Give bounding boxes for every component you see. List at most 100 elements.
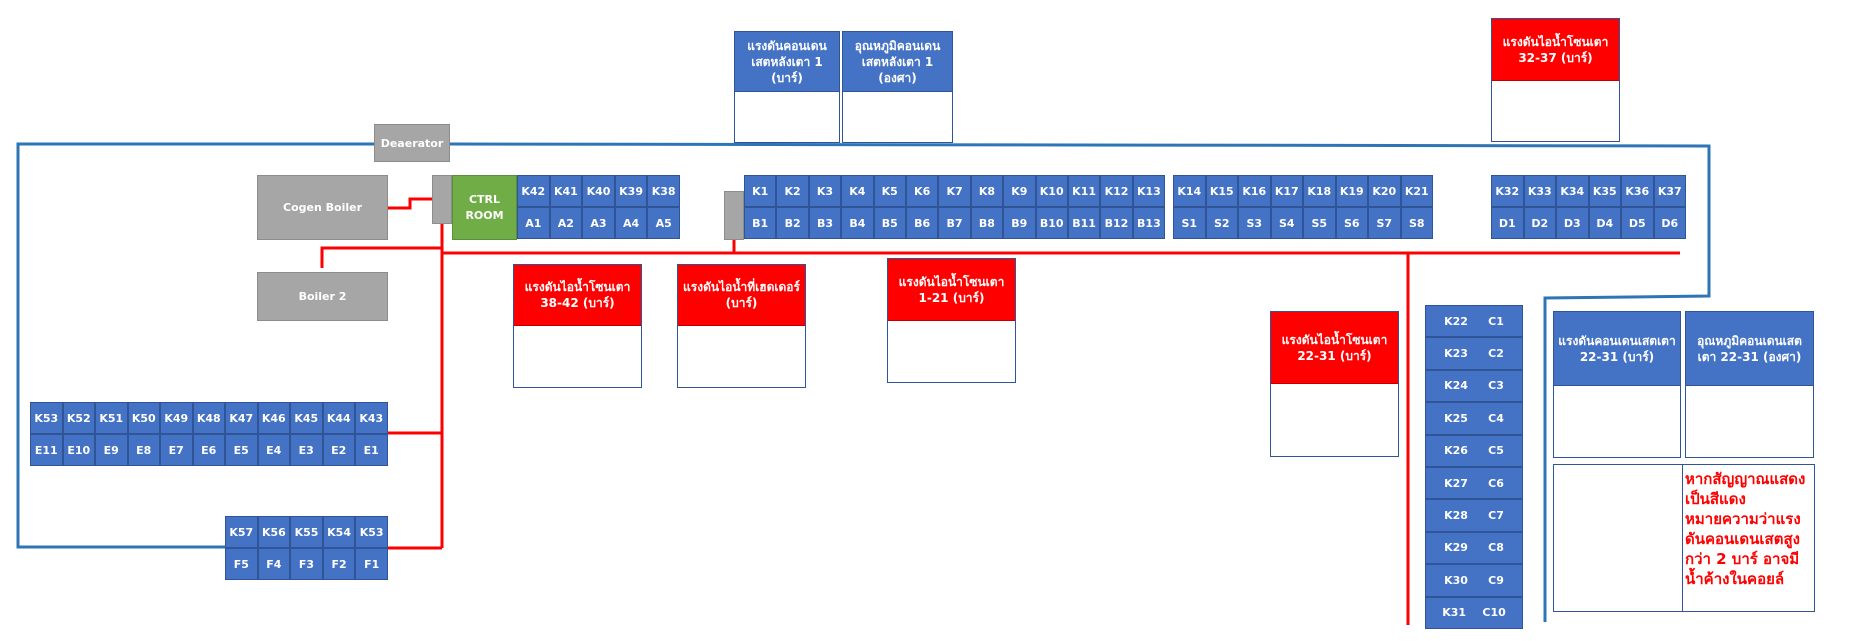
ctrl-room: CTRL ROOM <box>452 175 517 240</box>
kiln-cell: K31 C10 <box>1425 596 1523 629</box>
kiln-position: C3 <box>1488 379 1504 393</box>
kiln-cell: B7 <box>938 207 971 239</box>
kiln-cell: S7 <box>1368 207 1401 239</box>
kiln-cell: K34 <box>1556 175 1589 207</box>
kiln-cell: B9 <box>1003 207 1036 239</box>
steam-cogen-link <box>388 197 432 210</box>
kiln-id: K25 <box>1444 411 1468 425</box>
condensate-line-main <box>449 142 1711 622</box>
panel-cond-press-1: แรงดันคอนเดนเสตหลังเตา 1 (บาร์) <box>734 31 840 143</box>
panel-cond-press-22-31: แรงดันคอนเดนเสตเตา 22-31 (บาร์) <box>1553 311 1681 458</box>
kiln-cell: K42 <box>517 175 550 207</box>
kiln-cell: D3 <box>1556 207 1589 239</box>
kiln-cell: K1 <box>744 175 777 207</box>
kiln-cell: K11 <box>1067 175 1101 207</box>
kiln-cell: D5 <box>1621 207 1654 239</box>
kiln-cell: K39 <box>614 175 648 207</box>
kiln-cell: K26 C5 <box>1425 434 1523 467</box>
kiln-position: C8 <box>1488 541 1504 555</box>
panel-title: แรงดันไอน้ำโซนเตา 32-37 (บาร์) <box>1492 19 1619 81</box>
kiln-id: K22 <box>1444 314 1468 328</box>
kiln-cell: B1 <box>744 207 777 239</box>
kiln-cell: E1 <box>355 434 388 466</box>
kiln-cell: B4 <box>841 207 874 239</box>
kiln-cell: K29 C8 <box>1425 531 1523 565</box>
kiln-cell: E10 <box>62 434 95 466</box>
kiln-cell: K44 <box>322 402 355 434</box>
kiln-cell: K12 <box>1100 175 1133 207</box>
kiln-cell: K51 <box>95 402 128 434</box>
kiln-id: K26 <box>1444 444 1468 458</box>
kiln-cell: K54 <box>322 516 356 548</box>
kiln-cell: E2 <box>322 434 355 466</box>
deaerator: Deaerator <box>374 124 450 162</box>
kiln-cell: B11 <box>1067 207 1101 239</box>
kiln-cell: K53 <box>355 516 388 548</box>
kiln-cell: K24 C3 <box>1425 369 1523 403</box>
kiln-cell: S2 <box>1205 207 1238 239</box>
kiln-cell: A4 <box>614 207 648 239</box>
kiln-id: K31 <box>1442 606 1467 620</box>
kiln-id: K29 <box>1444 541 1468 555</box>
kiln-cell: K41 <box>549 175 583 207</box>
kiln-cell: D6 <box>1653 207 1686 239</box>
kiln-cell: F5 <box>225 548 258 580</box>
kiln-position: C9 <box>1488 573 1504 587</box>
kiln-cell: B6 <box>905 207 939 239</box>
kiln-id: K24 <box>1444 379 1468 393</box>
kiln-cell: K40 <box>582 175 615 207</box>
kiln-cell: A2 <box>549 207 583 239</box>
kiln-cell: S3 <box>1238 207 1271 239</box>
kiln-cell: E11 <box>30 434 63 466</box>
kiln-cell: D2 <box>1523 207 1556 239</box>
kiln-position: C10 <box>1482 606 1506 620</box>
kiln-cell: E3 <box>290 434 323 466</box>
panel-steam-22-31: แรงดันไอน้ำโซนเตา 22-31 (บาร์) <box>1270 311 1399 457</box>
panel-title: แรงดันคอนเดนเสตหลังเตา 1 (บาร์) <box>735 32 839 92</box>
kiln-cell: E8 <box>127 434 160 466</box>
panel-title: อุณหภูมิคอนเดนเสตหลังเตา 1 (องศา) <box>843 32 952 92</box>
warning-note-box: หากสัญญาณแสดงเป็นสีแดงหมายความว่าแรงดันค… <box>1553 464 1815 612</box>
kiln-cell: K7 <box>938 175 971 207</box>
kiln-cell: K56 <box>257 516 291 548</box>
kiln-cell: B8 <box>970 207 1004 239</box>
kiln-cell: K49 <box>160 402 193 434</box>
kiln-cell: A1 <box>517 207 550 239</box>
kiln-cell: D4 <box>1588 207 1621 239</box>
panel-title: อุณหภูมิคอนเดนเสตเตา 22-31 (องศา) <box>1686 312 1813 386</box>
kiln-cell: E9 <box>95 434 128 466</box>
kiln-cell: K50 <box>127 402 160 434</box>
kiln-cell: K8 <box>970 175 1004 207</box>
kiln-position: C7 <box>1488 509 1504 523</box>
panel-cond-temp-1: อุณหภูมิคอนเดนเสตหลังเตา 1 (องศา) <box>842 31 953 143</box>
kiln-id: K23 <box>1444 347 1468 361</box>
panel-steam-header: แรงดันไอน้ำที่เฮดเดอร์ (บาร์) <box>677 264 806 388</box>
kiln-cell: K9 <box>1003 175 1036 207</box>
kiln-cell: K30 C9 <box>1425 564 1523 597</box>
kiln-cell: K10 <box>1035 175 1068 207</box>
kiln-cell: K5 <box>873 175 906 207</box>
kiln-cell: K55 <box>290 516 323 548</box>
kiln-position: C1 <box>1488 314 1504 328</box>
kiln-cell: K16 <box>1238 175 1271 207</box>
cogen-boiler: Cogen Boiler <box>257 175 388 240</box>
kiln-id: K30 <box>1444 573 1468 587</box>
kiln-cell: S5 <box>1303 207 1336 239</box>
kiln-cell: S1 <box>1173 207 1206 239</box>
kiln-cell: K32 <box>1491 175 1524 207</box>
kiln-cell: K13 <box>1132 175 1166 207</box>
kiln-cell: K14 <box>1173 175 1206 207</box>
kiln-cell: F2 <box>322 548 356 580</box>
kiln-cell: B13 <box>1132 207 1166 239</box>
kiln-position: C5 <box>1488 444 1504 458</box>
kiln-cell: K19 <box>1335 175 1368 207</box>
